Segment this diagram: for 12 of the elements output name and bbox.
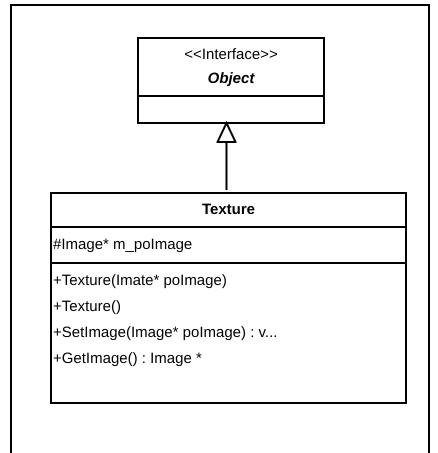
stereotype-label: <<Interface>> bbox=[184, 45, 278, 65]
method-text: +Texture(Imate* poImage) bbox=[53, 271, 228, 291]
method-text: +Texture() bbox=[53, 297, 122, 317]
generalization-arrow bbox=[216, 122, 236, 190]
class-name: Object bbox=[208, 69, 254, 89]
class-box bbox=[50, 192, 407, 404]
class-name: Texture bbox=[202, 200, 256, 220]
diagram-frame bbox=[10, 4, 430, 453]
method-text: +GetImage() : Image * bbox=[53, 349, 203, 369]
attribute-text: #Image* m_poImage bbox=[53, 235, 194, 255]
method-text: +SetImage(Image* poImage) : v... bbox=[53, 323, 278, 343]
class-box bbox=[137, 37, 325, 124]
